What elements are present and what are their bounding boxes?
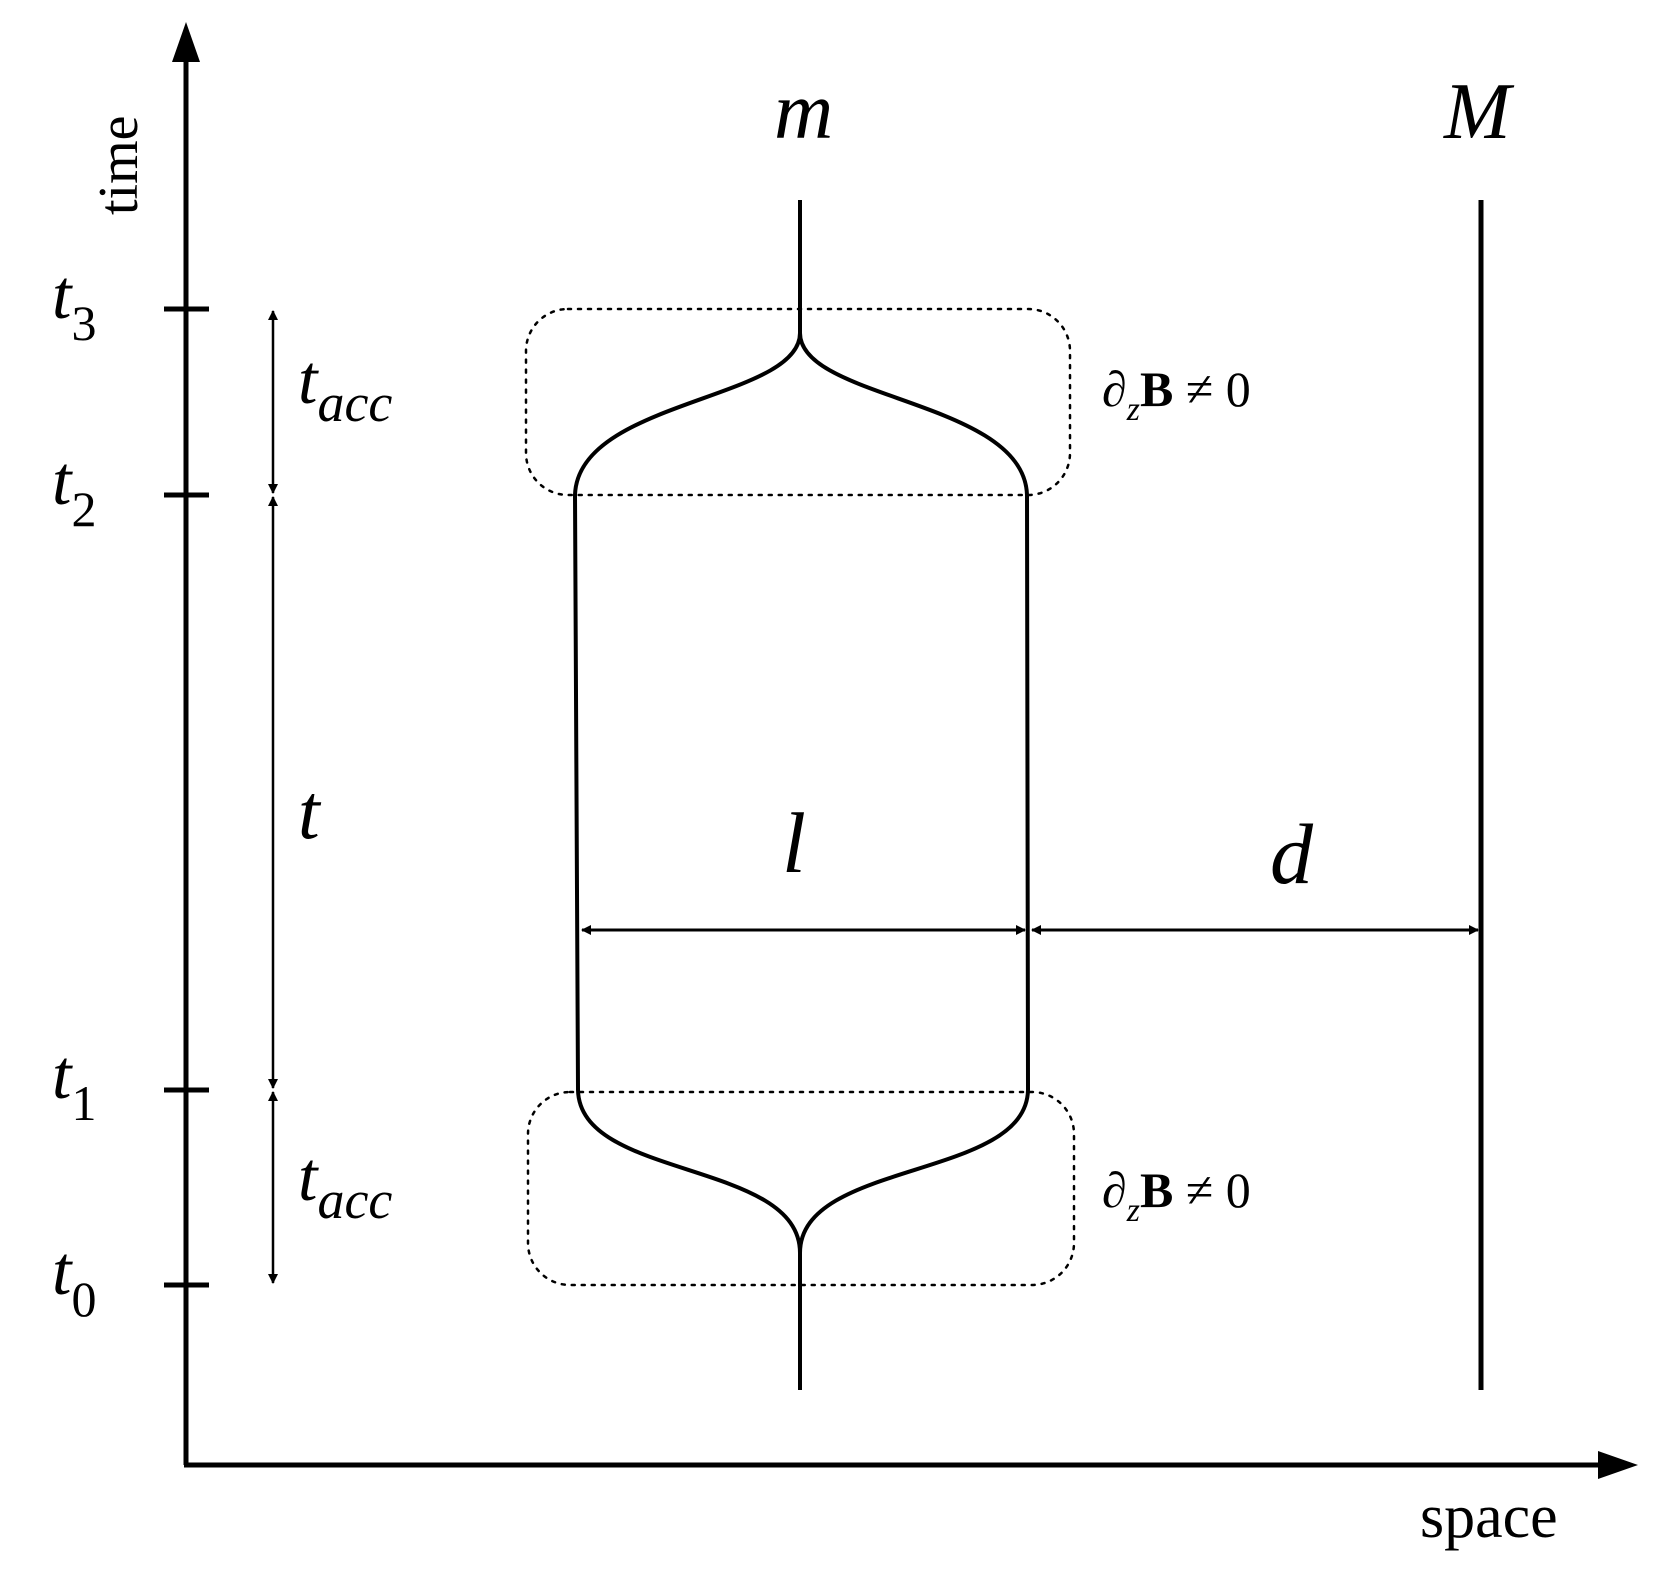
worldline-m — [572, 200, 1031, 1390]
interval-label-upper-tacc: tacc — [298, 342, 392, 433]
space-axis — [184, 1451, 1638, 1479]
space-axis-arrowhead — [1598, 1451, 1638, 1479]
region-label-lower: ∂zB ≠ 0 — [1102, 1162, 1251, 1229]
interval-label-t: t — [298, 768, 322, 855]
tick-label-t0: t0 — [52, 1233, 96, 1327]
region-label-upper: ∂zB ≠ 0 — [1102, 361, 1251, 428]
mass-label-m: m — [774, 65, 833, 156]
time-axis-label: time — [88, 115, 150, 215]
tick-label-t3: t3 — [52, 257, 96, 351]
space-axis-label: space — [1420, 1483, 1558, 1551]
mass-label-M: M — [1443, 68, 1515, 156]
worldline-m-left-branch — [572, 332, 802, 1254]
distance-label-l: l — [782, 795, 806, 891]
worldline-m-right-branch — [798, 332, 1031, 1254]
time-axis-arrowhead — [172, 22, 200, 62]
interval-label-lower-tacc: tacc — [298, 1139, 392, 1230]
distance-label-d: d — [1270, 806, 1314, 902]
tick-label-t1: t1 — [52, 1037, 96, 1131]
time-axis — [172, 22, 200, 1465]
tick-label-t2: t2 — [52, 443, 96, 537]
